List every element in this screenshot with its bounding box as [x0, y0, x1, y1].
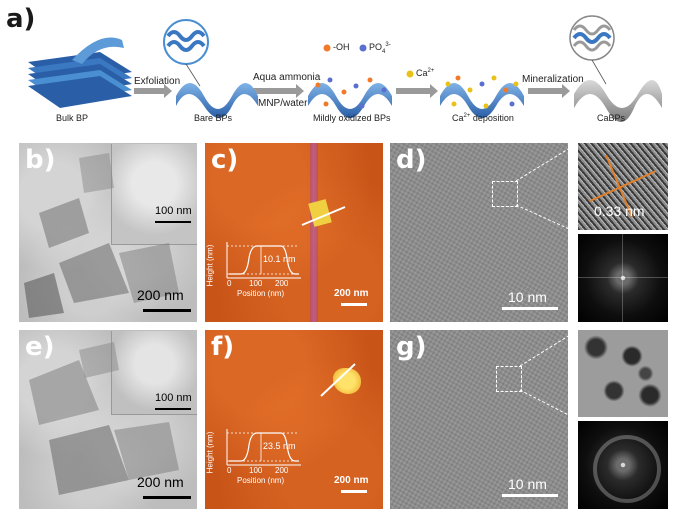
panel-c-label: c) [211, 145, 239, 175]
legend-po4-sub: 4 [382, 48, 386, 55]
panel-b-sheets [24, 153, 179, 318]
stage-bare: Bare BPs [194, 113, 233, 123]
panel-b-inset [111, 144, 197, 245]
bare-bp-sheet [176, 83, 258, 118]
panel-e-image: e) 100 nm 200 nm [19, 330, 197, 509]
oxidized-bp-sheet [308, 83, 392, 118]
stage-oxidized: Mildly oxidized BPs [313, 113, 391, 123]
legend-oh: -OH [333, 42, 350, 52]
step-mineralization: Mineralization [522, 74, 584, 85]
panel-f-profile [226, 429, 301, 466]
panel-e-scalebar [143, 496, 191, 499]
panel-d-lattice-inset: 0.33 nm [578, 143, 668, 230]
panel-g-zoom-lines [520, 330, 578, 421]
panel-d-zoom-lines [516, 143, 578, 234]
panel-f-image: f) 23.5 nm Height (nm) 0 100 200 Positio… [205, 330, 383, 509]
step-aqua-1: Aqua ammonia [253, 72, 321, 83]
panel-e-scale-text: 200 nm [137, 474, 184, 490]
legend-ca: Ca2+ [416, 68, 434, 78]
panel-c-profile [226, 242, 301, 279]
step-aqua-2: MNP/water [258, 98, 308, 109]
panel-b-image: b) 100 nm 200 nm [19, 143, 197, 322]
panel-d-fft [578, 234, 668, 322]
legend-ca-text: Ca [416, 68, 428, 78]
panel-f-axis-x: Position (nm) [237, 476, 285, 485]
panel-f-height: 23.5 nm [263, 441, 296, 451]
panel-e-inset-scalebar [155, 408, 191, 410]
stage-ca-text: Ca [452, 113, 464, 123]
ca-deposition-sheet [440, 83, 524, 118]
panel-c-tick-0: 0 [227, 279, 232, 288]
legend-ca-sup: 2+ [427, 68, 435, 74]
panel-c-axis-x: Position (nm) [237, 289, 285, 298]
stage-ca-sup: 2+ [463, 113, 471, 119]
panel-c-height: 10.1 nm [263, 254, 296, 264]
panel-g-scale-text: 10 nm [508, 476, 547, 492]
step-exfoliation: Exfoliation [134, 76, 181, 87]
legend-po4-text: PO [369, 42, 383, 52]
panel-d-scale-text: 10 nm [508, 289, 547, 305]
panel-e-inset-scale-text: 100 nm [155, 392, 192, 404]
panel-f-tick-0: 0 [227, 466, 232, 475]
panel-a-label: a) [6, 4, 36, 34]
legend-po4: PO43- [369, 42, 391, 55]
stage-ca-deposition: Ca2+ deposition [452, 113, 514, 123]
panel-f-tick-2: 200 [275, 466, 289, 475]
panel-d-scalebar [502, 307, 558, 310]
flow-arrows [134, 84, 570, 98]
panel-e-sheets [29, 342, 179, 495]
panel-c-scale-text: 200 nm [334, 288, 369, 299]
stage-ca-suffix: deposition [470, 113, 514, 123]
panel-e-inset [111, 331, 197, 415]
panel-c-tick-1: 100 [249, 279, 263, 288]
stage-cabps: CaBPs [597, 113, 626, 123]
panel-c-axis-y: Height (nm) [205, 244, 215, 287]
panel-b-scale-text: 200 nm [137, 287, 184, 303]
panel-c-streak [310, 143, 318, 322]
panel-f-tick-1: 100 [249, 466, 263, 475]
bulk-bp-stack [28, 37, 132, 108]
ca-dots [445, 75, 519, 109]
panel-c-image: c) 10.1 nm Height (nm) 0 100 200 Positio… [205, 143, 383, 322]
oxidation-dots [315, 77, 387, 109]
panel-b-inset-scale-text: 100 nm [155, 205, 192, 217]
legend-po4-sup: 3- [385, 42, 391, 48]
panel-a-schematic [28, 15, 662, 122]
panel-f-label: f) [211, 332, 235, 362]
stage-bulk: Bulk BP [56, 113, 89, 123]
panel-c-scalebar [341, 303, 367, 306]
panel-g-amorphous-inset [578, 330, 668, 417]
panel-d-lattice-lines [589, 154, 657, 218]
panel-b-label: b) [25, 145, 56, 175]
panel-d-lattice-text: 0.33 nm [594, 203, 645, 219]
panel-g-scalebar [502, 494, 558, 497]
panel-d-label: d) [396, 145, 427, 175]
panel-g-zoom-box [496, 366, 522, 392]
panel-f-scale-text: 200 nm [334, 475, 369, 486]
panel-b-scalebar [143, 309, 191, 312]
panel-f-axis-y: Height (nm) [205, 431, 215, 474]
panel-f-scalebar [341, 490, 367, 493]
panel-c-tick-2: 200 [275, 279, 289, 288]
panel-b-inset-scalebar [155, 221, 191, 223]
panel-g-image: g) 10 nm [390, 330, 568, 509]
panel-f-line [320, 363, 356, 397]
panel-g-fft [578, 421, 668, 509]
panel-g-label: g) [396, 332, 427, 362]
panel-d-zoom-box [492, 181, 518, 207]
panel-e-label: e) [25, 332, 55, 362]
panel-c-line [301, 206, 346, 226]
cabps-sheet [574, 80, 662, 122]
panel-d-image: d) 10 nm [390, 143, 568, 322]
